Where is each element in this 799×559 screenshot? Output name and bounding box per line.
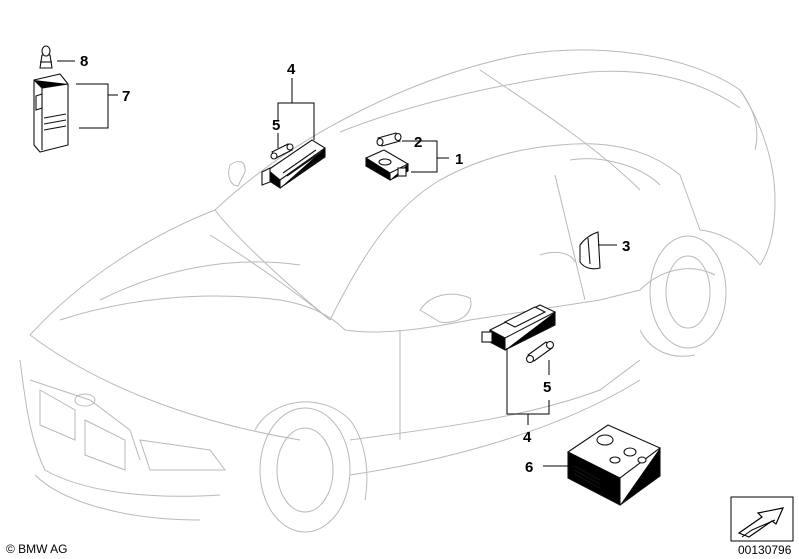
bulb-kit-box-6-icon <box>566 424 662 506</box>
callout-1: 1 <box>455 151 463 168</box>
callout-2: 2 <box>414 134 422 151</box>
leader-lines <box>57 60 617 467</box>
callout-7: 7 <box>122 88 130 105</box>
festoon-bulb-2-icon <box>376 132 402 147</box>
bulb-8-icon <box>39 45 53 69</box>
callout-8: 8 <box>80 53 88 70</box>
interior-lamp-4-icon <box>261 139 326 190</box>
copyright-text: © BMW AG <box>6 542 68 556</box>
festoon-bulb-5-bottom-icon <box>525 340 555 364</box>
reading-lamp-1-icon <box>364 149 410 181</box>
courtesy-lamp-4-icon <box>481 304 557 351</box>
callout-3: 3 <box>622 238 630 255</box>
door-lamp-3-icon <box>579 231 601 270</box>
festoon-bulb-5-top-icon <box>270 143 294 160</box>
callout-5-top: 5 <box>272 117 280 134</box>
car-outline <box>19 49 776 533</box>
diagram-number: 00130796 <box>738 543 792 557</box>
callout-4-bottom: 4 <box>523 429 532 446</box>
callout-5-bottom: 5 <box>543 379 551 396</box>
callout-4-top: 4 <box>287 61 296 78</box>
callout-6: 6 <box>525 459 533 476</box>
arrow-icon <box>730 496 794 542</box>
flashlight-7-icon <box>33 73 69 153</box>
